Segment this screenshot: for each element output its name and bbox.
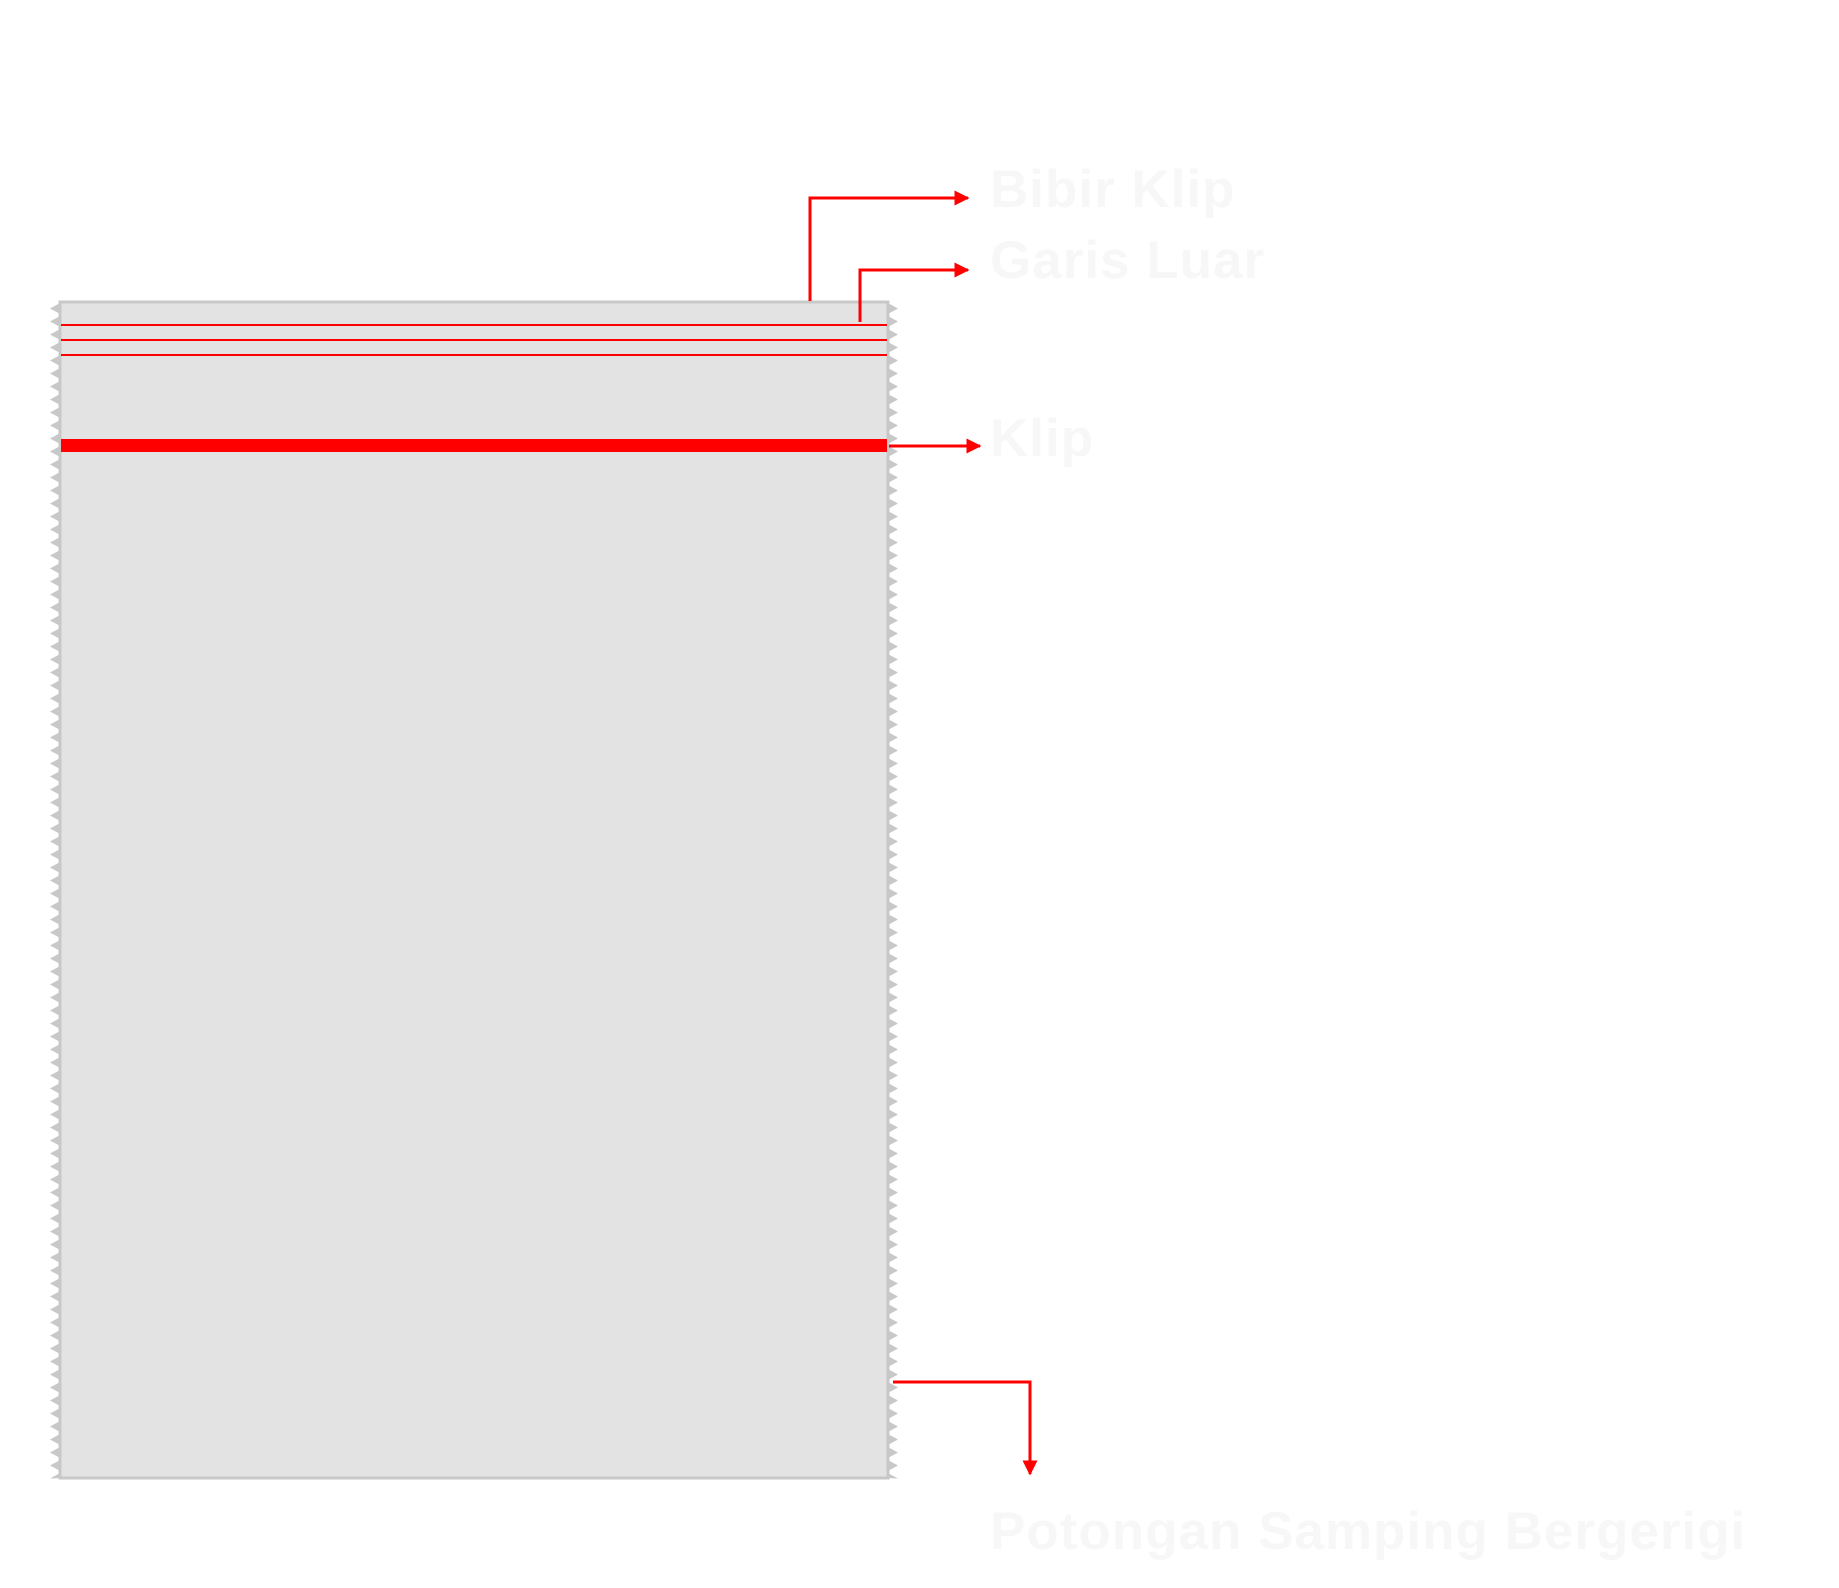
- label-bibir-klip: Bibir Klip: [990, 160, 1236, 219]
- garis-luar-connector: [858, 262, 970, 322]
- klip-strip: [61, 439, 887, 452]
- label-potongan-samping-bergerigi: Potongan Samping Bergerigi: [990, 1502, 1747, 1561]
- bag-body: [58, 300, 890, 1480]
- label-klip: Klip: [990, 409, 1095, 468]
- potongan-connector: [893, 1380, 1038, 1476]
- label-garis-luar: Garis Luar: [990, 231, 1266, 290]
- bibir-klip-connector: [808, 190, 970, 301]
